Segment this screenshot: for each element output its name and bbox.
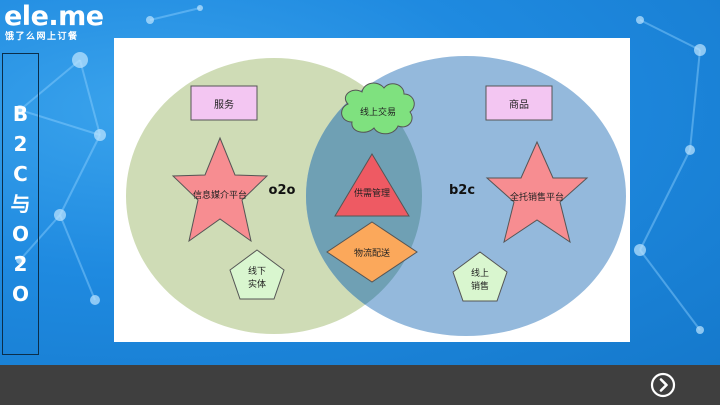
footer-bar bbox=[0, 365, 720, 405]
offline-entity-label-line2: 实体 bbox=[248, 278, 266, 290]
supply-demand-triangle bbox=[334, 153, 410, 217]
online-trade-label: 线上交易 bbox=[360, 106, 396, 118]
online-sales-pentagon bbox=[452, 251, 508, 302]
service-label: 服务 bbox=[214, 98, 234, 111]
title-char: O bbox=[11, 282, 29, 306]
online-trade-cloud bbox=[341, 82, 415, 135]
logo-name: ele.me bbox=[4, 1, 104, 32]
b2c-label: b2c bbox=[449, 183, 475, 198]
online-sales-label-line1: 线上 bbox=[471, 267, 489, 279]
online-sales-label-line2: 销售 bbox=[471, 280, 489, 292]
goods-box bbox=[485, 85, 553, 121]
media-platform-star bbox=[171, 136, 269, 243]
title-char: 2 bbox=[13, 132, 28, 156]
o2o-label: o2o bbox=[269, 183, 296, 198]
sales-platform-label: 全托销售平台 bbox=[510, 191, 564, 203]
supply-demand-label: 供需管理 bbox=[354, 187, 390, 199]
network-decoration bbox=[15, 5, 706, 334]
title-char: 与 bbox=[10, 192, 31, 216]
brand-logo: ele.me 饿了么网上订餐 bbox=[4, 2, 124, 46]
vertical-title: B 2 C 与 O 2 O bbox=[2, 53, 39, 355]
title-char: 2 bbox=[13, 252, 28, 276]
title-char: O bbox=[11, 222, 29, 246]
title-char: C bbox=[13, 162, 28, 186]
goods-label: 商品 bbox=[509, 98, 529, 111]
offline-entity-label-line1: 线下 bbox=[248, 265, 266, 277]
diagram-panel: 服务 信息媒介平台 线下 实体 o2o 线上交易 供需管理 物流配送 b2c 商… bbox=[114, 38, 630, 342]
offline-entity-pentagon bbox=[229, 249, 285, 300]
media-platform-label: 信息媒介平台 bbox=[193, 189, 247, 201]
logo-slogan: 饿了么网上订餐 bbox=[5, 32, 79, 42]
circle-chevron-right-icon bbox=[650, 372, 676, 398]
sales-platform-star bbox=[485, 140, 589, 244]
title-char: B bbox=[12, 102, 29, 126]
service-box bbox=[190, 85, 258, 121]
logistics-diamond bbox=[326, 221, 418, 283]
next-slide-button[interactable] bbox=[650, 372, 676, 398]
venn-diagram: 服务 信息媒介平台 线下 实体 o2o 线上交易 供需管理 物流配送 b2c 商… bbox=[126, 56, 626, 336]
logistics-label: 物流配送 bbox=[354, 247, 390, 259]
